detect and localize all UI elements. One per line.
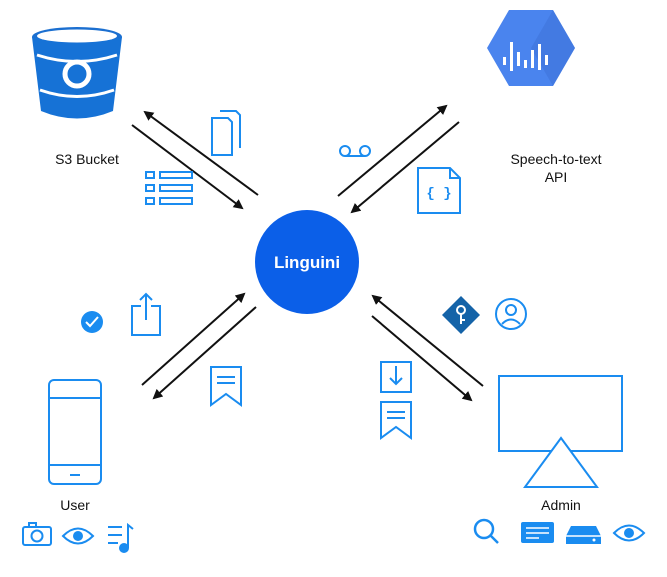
phone-icon [48,379,102,485]
arrow-hub-to-admin [371,315,473,402]
arrow-user-to-hub [141,292,246,386]
card-icon[interactable] [521,522,554,543]
camera-icon[interactable] [22,522,52,546]
arrow-hub-to-speech [337,104,448,197]
json-file-icon: { } [417,167,461,214]
key-diamond-icon [442,296,480,334]
arrows [131,104,484,402]
check-badge-icon [81,311,103,333]
music-list-icon[interactable] [108,522,134,553]
speech-api-label-line2: API [544,169,568,185]
search-icon[interactable] [473,518,499,544]
arrow-s3-to-hub [131,124,244,210]
arrow-admin-to-hub [371,294,484,387]
arrow-hub-to-user [152,306,257,400]
bucket-icon [32,27,122,119]
hub-label: Linguini [274,253,340,272]
download-tray-icon [380,361,412,393]
drive-icon[interactable] [566,526,601,544]
bookmark-icon [380,401,412,440]
user-label: User [60,497,90,513]
voicemail-icon [339,145,371,157]
user-circle-icon [495,298,527,330]
eye-icon[interactable] [61,527,95,545]
list-icon [145,171,193,205]
arrow-speech-to-hub [350,121,460,214]
arrow-hub-to-s3 [143,110,259,196]
linguini-hub[interactable]: Linguini [255,210,359,314]
admin-label: Admin [541,497,581,513]
svg-text:{ }: { } [426,186,451,202]
documents-icon [211,110,241,156]
bookmark-icon [210,366,242,407]
monitor-icon [498,375,623,488]
s3-bucket-label: S3 Bucket [55,151,119,167]
eye-icon[interactable] [612,524,646,542]
speech-api-label-line1: Speech-to-text [510,151,602,167]
google-speech-hexagon-icon [487,10,575,86]
share-upload-icon [131,292,161,336]
